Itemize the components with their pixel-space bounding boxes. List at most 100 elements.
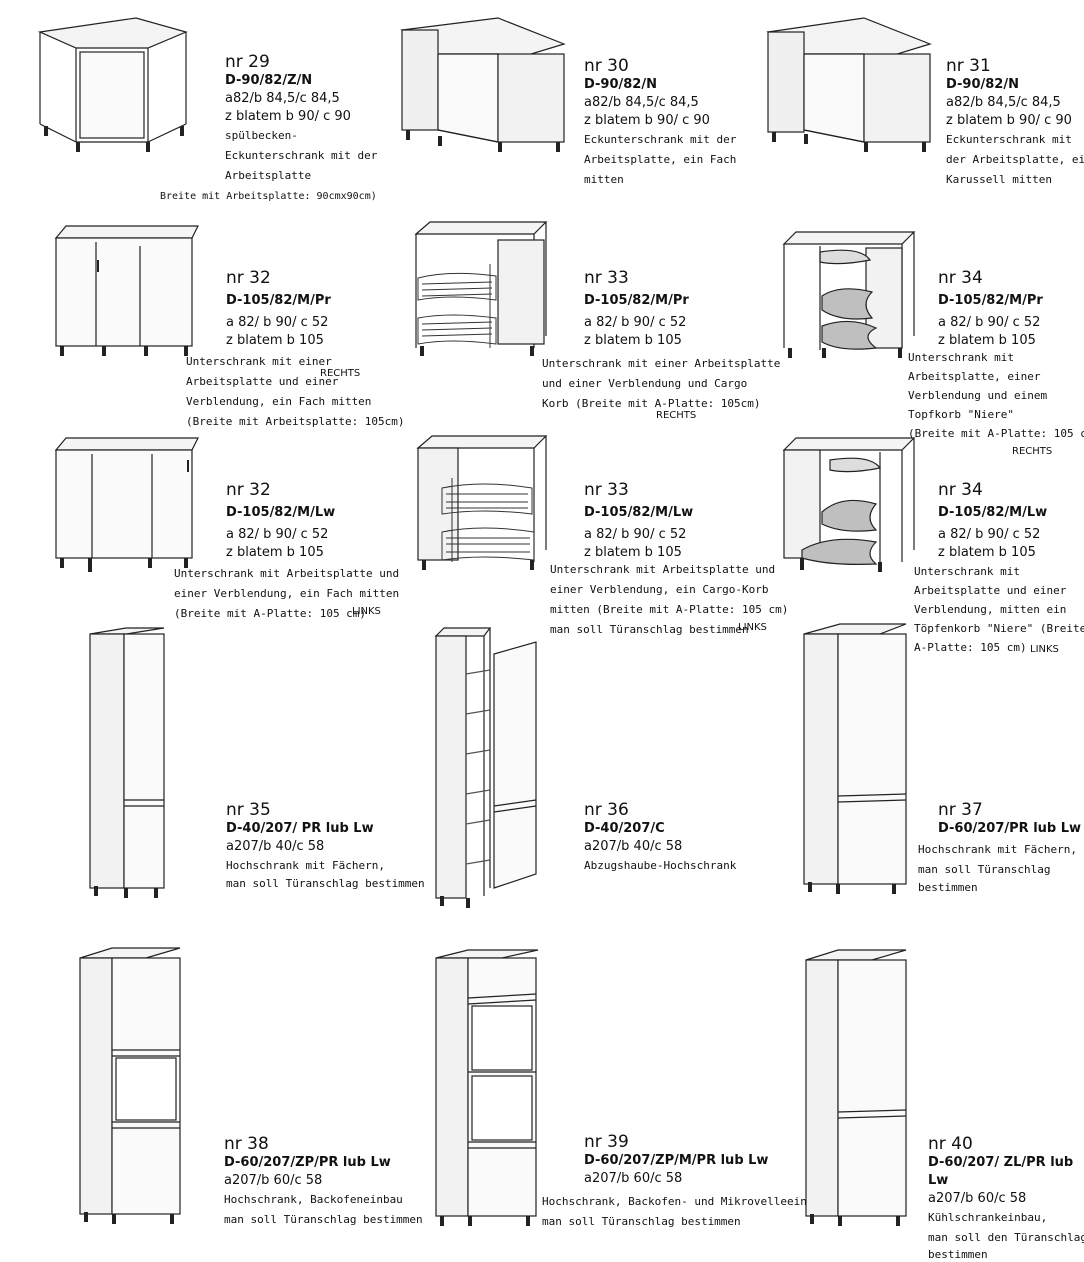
item-desc: einer Verblendung, ein Fach mitten bbox=[174, 587, 400, 600]
item-desc: Topfkorb "Niere" bbox=[908, 408, 1014, 421]
item-desc: Unterschrank mit Arbeitsplatte und bbox=[174, 567, 400, 580]
item-code: D-105/82/M/Pr bbox=[226, 293, 331, 308]
corner-carousel-cabinet-drawing bbox=[764, 14, 944, 154]
item-36-label: nr 36 D-40/207/C a207/b 40/c 58 Abzugsha… bbox=[584, 800, 736, 876]
item-dims: a207/b 40/c 58 bbox=[226, 839, 325, 854]
item-desc: einer Verblendung, ein Cargo-Korb bbox=[550, 583, 769, 596]
item-desc: (Breite mit A-Platte: 105 cm) bbox=[174, 607, 367, 620]
item-dims: a82/b 84,5/c 84,5 bbox=[584, 95, 699, 110]
corner-sink-cabinet-drawing bbox=[36, 14, 222, 154]
item-code: D-60/207/ZP/PR lub Lw bbox=[224, 1155, 391, 1170]
item-dims: z blatem b 105 bbox=[226, 333, 324, 348]
item-dims: a 82/ b 90/ c 52 bbox=[226, 315, 329, 330]
item-desc: Töpfenkorb "Niere" (Breite mit bbox=[914, 622, 1084, 635]
item-desc: (Breite mit A-Platte: 105 cm) bbox=[908, 427, 1084, 440]
item-dims: a207/b 60/c 58 bbox=[928, 1191, 1027, 1206]
item-desc: man soll Türanschlag bestimmen bbox=[226, 877, 425, 890]
item-33-lw-label: nr 33 D-105/82/M/Lw a 82/ b 90/ c 52 z b… bbox=[584, 480, 693, 562]
side-label: LINKS bbox=[1030, 644, 1059, 655]
item-30-label: nr 30 D-90/82/N a82/b 84,5/c 84,5 z blat… bbox=[584, 56, 736, 190]
item-dims: a82/b 84,5/c 84,5 bbox=[946, 95, 1061, 110]
item-desc: Arbeitsplatte, einer bbox=[908, 370, 1041, 383]
oven-microwave-tall-cabinet-drawing bbox=[432, 946, 542, 1230]
side-label: RECHTS bbox=[656, 410, 697, 421]
item-dims: a207/b 40/c 58 bbox=[584, 839, 683, 854]
item-desc: man soll den Türanschlag bbox=[928, 1231, 1084, 1244]
item-desc: Hochschrank, Backofeneinbau bbox=[224, 1193, 403, 1206]
item-desc: Hochschrank, Backofen- und Mikrovelleein… bbox=[542, 1195, 827, 1208]
item-desc: und einer Verblendung und Cargo bbox=[542, 377, 748, 390]
item-desc: Hochschrank mit Fächern, bbox=[226, 859, 385, 872]
item-number: nr 29 bbox=[225, 52, 270, 72]
item-desc: Eckunterschrank mit der bbox=[225, 149, 378, 162]
corner-kidney-basket-cabinet-drawing bbox=[780, 432, 920, 576]
item-desc: Karussell mitten bbox=[946, 173, 1052, 186]
item-code: D-105/82/M/Pr bbox=[584, 293, 689, 308]
side-label: LINKS bbox=[738, 622, 767, 633]
item-number: nr 32 bbox=[226, 268, 271, 288]
item-34-lw-label: nr 34 D-105/82/M/Lw a 82/ b 90/ c 52 z b… bbox=[938, 480, 1047, 562]
item-34-pr-label: nr 34 D-105/82/M/Pr a 82/ b 90/ c 52 z b… bbox=[938, 268, 1043, 350]
item-34-lw-desc: Unterschrank mit Arbeitsplatte und einer… bbox=[914, 562, 1084, 657]
item-desc: Unterschrank mit bbox=[914, 565, 1020, 578]
item-desc: Eckunterschrank mit bbox=[946, 133, 1072, 146]
item-number: nr 33 bbox=[584, 268, 629, 288]
item-code: D-40/207/C bbox=[584, 821, 665, 836]
item-37-desc: Hochschrank mit Fächern, man soll Türans… bbox=[918, 840, 1077, 896]
item-33-lw-desc: Unterschrank mit Arbeitsplatte und einer… bbox=[550, 560, 788, 640]
item-number: nr 35 bbox=[226, 800, 271, 820]
fridge-tall-cabinet-drawing bbox=[802, 946, 912, 1230]
item-32-lw-desc: Unterschrank mit Arbeitsplatte und einer… bbox=[174, 564, 399, 624]
item-code: D-105/82/M/Lw bbox=[938, 505, 1048, 520]
item-desc: man soll Türanschlag bestimmen bbox=[224, 1213, 423, 1226]
item-29-label: nr 29 D-90/82/Z/N a82/b 84,5/c 84,5 z bl… bbox=[225, 52, 377, 186]
item-number: nr 38 bbox=[224, 1134, 269, 1154]
tall-cabinet-drawing bbox=[800, 618, 910, 898]
side-label: LINKS bbox=[352, 606, 381, 617]
item-desc: man soll Türanschlag bestimmen bbox=[550, 623, 749, 636]
item-40-label: nr 40 D-60/207/ ZL/PR lub Lw a207/b 60/c… bbox=[928, 1134, 1084, 1262]
item-37-label: nr 37 D-60/207/PR lub Lw bbox=[938, 800, 1081, 838]
item-code: D-90/82/N bbox=[584, 77, 657, 92]
item-desc: Eckunterschrank mit der bbox=[584, 133, 737, 146]
item-desc: Korb (Breite mit A-Platte: 105cm) bbox=[542, 397, 761, 410]
item-dims: a 82/ b 90/ c 52 bbox=[584, 527, 687, 542]
corner-kidney-basket-cabinet-drawing bbox=[780, 226, 920, 362]
item-35-label: nr 35 D-40/207/ PR lub Lw a207/b 40/c 58… bbox=[226, 800, 425, 892]
item-29-extra: Breite mit Arbeitsplatte: 90cmx90cm) bbox=[160, 191, 377, 202]
item-desc: Unterschrank mit bbox=[908, 351, 1014, 364]
item-dims: z blatem b 90/ c 90 bbox=[225, 109, 351, 124]
item-32-pr-desc: Unterschrank mit einer Arbeitsplatte und… bbox=[186, 352, 405, 432]
item-desc: Kühlschrankeinbau, bbox=[928, 1211, 1048, 1224]
item-dims: z blatem b 105 bbox=[226, 545, 324, 560]
corner-cabinet-drawing bbox=[398, 14, 578, 154]
item-number: nr 36 bbox=[584, 800, 629, 820]
item-number: nr 40 bbox=[928, 1134, 973, 1154]
item-dims: a 82/ b 90/ c 52 bbox=[938, 527, 1041, 542]
item-code: D-60/207/ZP/M/PR lub Lw bbox=[584, 1153, 769, 1168]
item-desc: Arbeitsplatte und einer bbox=[186, 375, 339, 388]
item-desc: man soll Türanschlag bbox=[918, 863, 1051, 876]
item-dims: z blatem b 105 bbox=[938, 333, 1036, 348]
item-number: nr 31 bbox=[946, 56, 991, 76]
item-number: nr 32 bbox=[226, 480, 271, 500]
item-desc: Verblendung, ein Fach mitten bbox=[186, 395, 372, 408]
item-code: D-105/82/M/Pr bbox=[938, 293, 1043, 308]
item-desc: Abzugshaube-Hochschrank bbox=[584, 859, 737, 872]
item-dims: a82/b 84,5/c 84,5 bbox=[225, 91, 340, 106]
item-number: nr 37 bbox=[938, 800, 983, 820]
item-dims: a 82/ b 90/ c 52 bbox=[584, 315, 687, 330]
item-34-pr-desc: Unterschrank mit Arbeitsplatte, einer Ve… bbox=[908, 348, 1084, 443]
item-desc: Unterschrank mit einer bbox=[186, 355, 332, 368]
item-dims: z blatem b 90/ c 90 bbox=[946, 113, 1072, 128]
item-desc: mitten (Breite mit A-Platte: 105 cm) bbox=[550, 603, 789, 616]
item-desc: bestimmen bbox=[918, 881, 978, 894]
item-desc: Verblendung, mitten ein bbox=[914, 603, 1067, 616]
cargo-cabinet-drawing bbox=[410, 218, 560, 364]
item-dims: a 82/ b 90/ c 52 bbox=[938, 315, 1041, 330]
item-desc: spülbecken- bbox=[225, 129, 298, 142]
item-number: nr 33 bbox=[584, 480, 629, 500]
item-desc: der Arbeitsplatte, eine bbox=[946, 153, 1084, 166]
item-dims: a207/b 60/c 58 bbox=[584, 1171, 683, 1186]
item-code: D-105/82/M/Lw bbox=[584, 505, 694, 520]
